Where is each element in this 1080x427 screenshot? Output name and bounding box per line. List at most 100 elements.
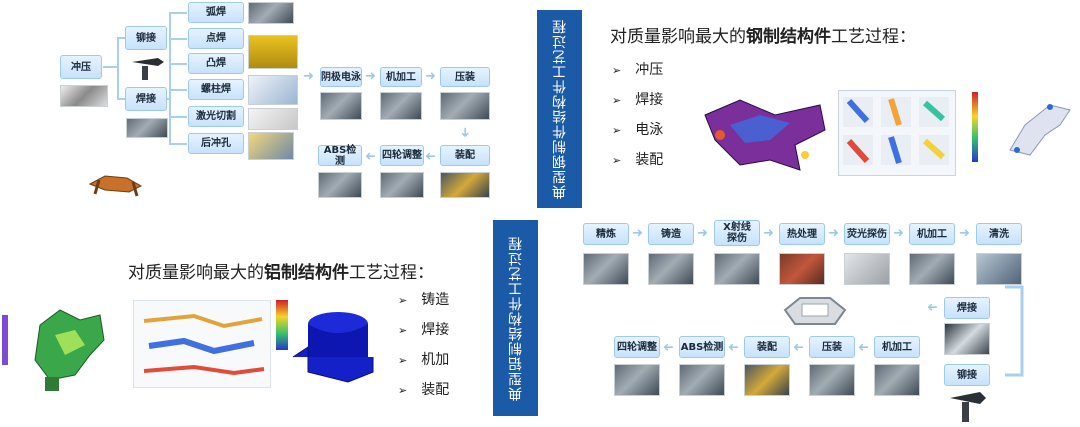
node-fluor-inspect: 荧光探伤 [844,223,890,245]
bullet-item: 装配 [612,145,663,175]
steel-heading-bold: 钢制结构件 [746,27,831,47]
node-wheel-align: 四轮调整 [614,336,660,358]
node-assembly: 装配 [440,145,490,166]
aluminum-simulation-panel [133,300,271,388]
node-refining: 精炼 [583,223,629,245]
aluminum-color-scale [276,300,288,350]
photo-pressing [809,364,855,396]
aluminum-subframe-icon [783,297,847,325]
node-stamping: 冲压 [60,55,102,79]
node-machining-2: 机加工 [874,336,920,358]
node-assembly: 装配 [744,336,790,358]
node-pressing: 压装 [440,67,490,87]
photo-pressing [440,92,490,120]
photo-assembly [440,172,490,198]
photo-spot-weld [248,35,298,69]
arrow-right-icon: ➜ [893,226,904,241]
bullet-item: 装配 [398,375,449,405]
bullet-item: 电泳 [612,115,663,145]
steel-bullet-list: 冲压 焊接 电泳 装配 [612,55,663,175]
arrow-right-icon: ➜ [425,69,436,84]
photo-xray [714,253,760,285]
aluminum-heading-bold: 铝制结构件 [264,263,349,283]
photo-stamped-part [60,85,108,107]
aluminum-heading-pre: 对质量影响最大的 [128,263,264,283]
color-scale-bar [972,92,978,162]
connector [117,98,125,100]
connector [169,63,187,65]
node-cleaning: 清洗 [976,223,1022,245]
photo-casting [648,253,694,285]
connector [169,12,187,14]
steel-subframe-fea-image [704,99,826,171]
node-heat-treat: 热处理 [779,223,825,245]
arrow-left-icon: ➜ [425,148,436,163]
photo-abs-test [679,364,725,396]
photo-machining [909,253,955,285]
arrow-right-icon: ➜ [697,226,708,241]
arrow-left-icon: ➜ [663,339,674,354]
arrow-right-icon: ➜ [632,226,643,241]
aluminum-part-mesh-image [292,312,374,383]
node-xray-line1: X射线 [723,222,751,233]
node-laser-cut: 激光切割 [188,106,244,127]
connector [103,66,117,68]
arrow-right-icon: ➜ [303,69,314,84]
simulation-plots [843,97,949,165]
steel-heading-pre: 对质量影响最大的 [610,27,746,47]
node-riveting: 铆接 [125,26,167,50]
steel-heading: 对质量影响最大的钢制结构件工艺过程： [610,22,916,47]
bullet-item: 焊接 [398,315,449,345]
photo-heat-treat [779,253,825,285]
connector [117,37,125,39]
steel-banner: 典型钢制件结构件工艺过程 [537,10,582,208]
node-abs-test: ABS检测 [318,145,362,167]
photo-welding [944,323,990,355]
arrow-right-icon: ➜ [763,226,774,241]
photo-assembly [744,364,790,396]
photo-wheel-align [380,172,424,198]
photo-cleaning [976,253,1022,285]
photo-arc-weld [248,2,294,24]
photo-fluor-inspect [844,253,890,285]
arrow-left-icon: ➜ [927,299,938,314]
bullet-item: 铸造 [398,285,449,315]
arrow-right-icon: ➜ [828,226,839,241]
arrow-down-icon: ➜ [456,127,472,138]
photo-ep-line [320,92,362,120]
connector [169,38,187,40]
photo-wheel-align [614,364,660,396]
node-casting: 铸造 [648,223,694,245]
node-riveting: 铆接 [944,364,990,386]
node-welding: 焊接 [944,297,990,319]
steel-banner-text: 典型钢制件结构件工艺过程 [551,19,568,199]
rivet-gun-icon [950,392,986,422]
bullet-item: 焊接 [612,85,663,115]
connector [169,89,187,91]
photo-machining [380,92,422,120]
bullet-item: 冲压 [612,55,663,85]
node-xray: X射线 探伤 [714,220,760,246]
photo-welding-line [126,118,168,138]
photo-abs-test [318,172,362,198]
subframe-icon [88,175,143,197]
node-spot-weld: 点焊 [188,28,244,49]
connector [169,116,187,118]
connector [166,98,171,100]
node-post-punch: 后冲孔 [188,133,244,154]
node-abs-test: ABS检测 [679,336,725,358]
node-wheel-align: 四轮调整 [380,145,424,166]
node-machining: 机加工 [909,223,955,245]
steel-simulation-panel [838,90,956,176]
node-cathodic-ep: 阴极电泳 [320,67,362,87]
photo-machining-2 [874,364,920,396]
photo-robot [248,75,298,105]
aluminum-bullet-list: 铸造 焊接 机加 装配 [398,285,449,405]
connector [117,37,119,99]
bullet-item: 机加 [398,345,449,375]
arrow-right-icon: ➜ [959,226,970,241]
arrow-right-icon: ➜ [365,69,376,84]
photo-laser [248,108,298,130]
arrow-left-icon: ➜ [858,339,869,354]
steel-arm-fea-image [1009,104,1071,156]
